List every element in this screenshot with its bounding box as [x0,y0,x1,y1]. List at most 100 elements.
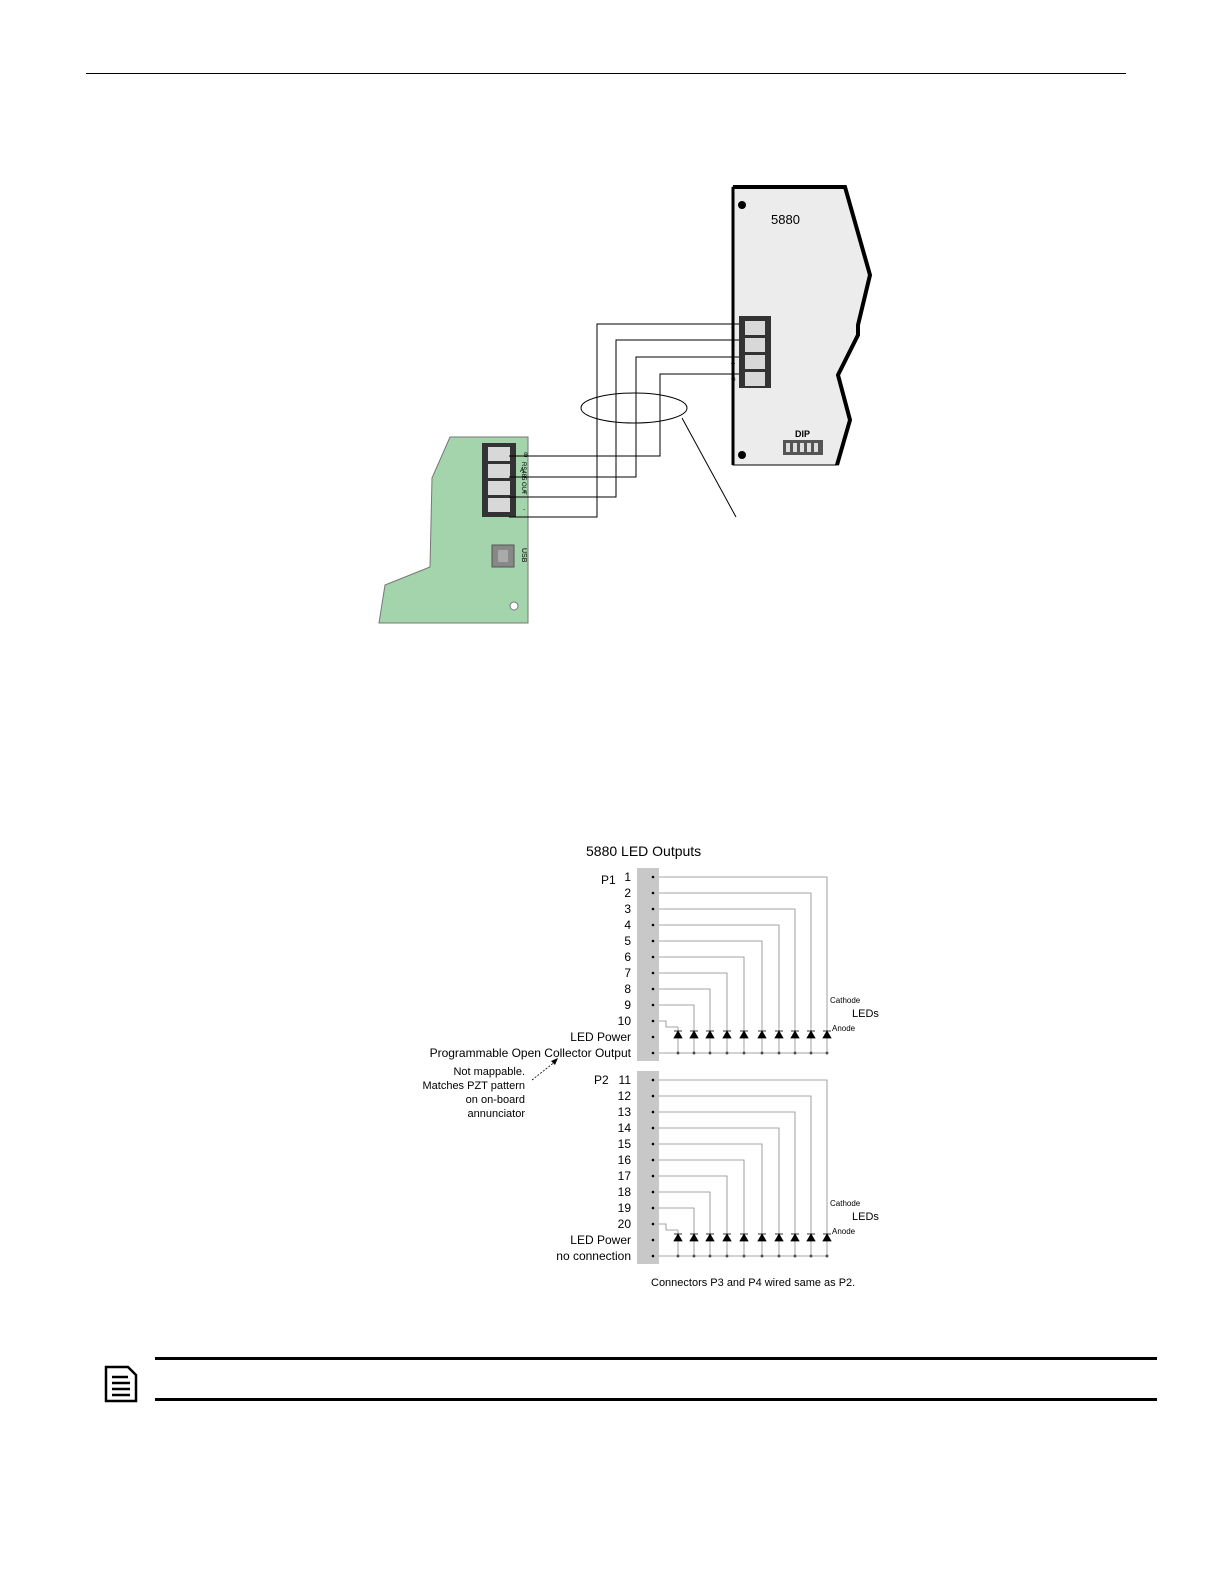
note-rule-top [155,1357,1157,1360]
pin-label: 5 [624,934,631,948]
led-diode [705,1030,715,1039]
connector-p2 [637,1071,659,1264]
anode-dot [825,1254,829,1258]
pin-label: 20 [618,1217,632,1231]
anode-dot [793,1051,797,1055]
led-diode [739,1233,749,1242]
leds-label: LEDs [852,1008,879,1020]
anode-dot [708,1051,712,1055]
terminal-block-5880 [739,316,771,388]
pin-dot [651,1078,655,1082]
annotation-line: Matches PZT pattern [422,1080,525,1092]
led-diode [689,1233,699,1242]
led-wire [659,924,780,1027]
led-diode [757,1030,767,1039]
wiring-diagram: 5880 + B A G DIP RS485 OUT B A + - USB [378,185,873,624]
led-diode [705,1233,715,1242]
led-wire [659,1127,780,1230]
pin-label: 2 [624,886,631,900]
pin-label: 1 [624,870,631,884]
led-diode [790,1030,800,1039]
anode-dot [742,1254,746,1258]
led-wire [659,972,728,1027]
pin-label: 15 [618,1137,632,1151]
pin-label: 9 [624,998,631,1012]
footnote: Connectors P3 and P4 wired same as P2. [651,1277,855,1289]
annotation-leader [531,1060,557,1081]
connector-p2-label: P2 [594,1073,609,1087]
panel-5880-label: 5880 [771,212,800,227]
led-diode [722,1233,732,1242]
led-diode [806,1030,816,1039]
pin-dot [651,875,655,879]
pin-label: LED Power [570,1030,631,1044]
terminal-mark: + [731,326,735,332]
led-diode [822,1233,832,1242]
cathode-label: Cathode [830,1199,861,1208]
led-wire [659,1095,812,1230]
led-wire [659,876,828,1027]
pin-label: 7 [624,966,631,980]
header-rule [86,73,1126,74]
terminal-mark: A [520,468,524,474]
pin-dot [651,1019,655,1023]
anode-dot [777,1254,781,1258]
led-wire [659,956,745,1027]
terminal-mark: + [523,490,527,496]
connector-p1 [637,868,659,1061]
pin-dot [651,1110,655,1114]
annotation-line: Not mappable. [453,1066,525,1078]
terminal-mark: A [731,360,735,366]
terminal-block-board [482,443,516,517]
anode-dot [760,1254,764,1258]
anode-label: Anode [832,1024,856,1033]
pin-dot [651,1222,655,1226]
anode-dot [777,1051,781,1055]
pin-dot [651,1094,655,1098]
led-wire [659,1020,678,1028]
pin-label: 17 [618,1169,632,1183]
dip-switch [783,440,823,455]
pin-label: 4 [624,918,631,932]
led-diode [757,1233,767,1242]
anode-dot [708,1254,712,1258]
led-diode [673,1030,683,1039]
led-wire [659,1207,695,1230]
led-wire [659,892,812,1027]
led-wire [659,1191,711,1230]
anode-dot [692,1254,696,1258]
rs485-label: RS485 OUT [520,462,526,495]
anode-dot [760,1051,764,1055]
usb-label: USB [520,548,527,563]
pin-dot [651,1051,655,1055]
cathode-label: Cathode [830,996,861,1005]
pin-label: 11 [619,1073,632,1087]
anode-dot [742,1051,746,1055]
pin-label: 13 [618,1105,632,1119]
anode-dot [676,1254,680,1258]
led-wire [659,940,763,1027]
terminal-mark: G [731,377,736,383]
pin-dot [651,923,655,927]
led-diode [689,1030,699,1039]
pin-dot [651,1174,655,1178]
led-diode [673,1233,683,1242]
pin-label: 16 [618,1153,632,1167]
wiring [509,323,739,518]
terminal-mark: B [731,343,735,349]
anode-dot [793,1254,797,1258]
anode-dot [725,1254,729,1258]
pin-label: Programmable Open Collector Output [430,1046,632,1060]
pin-label: LED Power [570,1233,631,1247]
anode-dot [676,1051,680,1055]
dip-label: DIP [795,429,810,439]
diagram-title: 5880 LED Outputs [586,843,701,859]
pin-dot [651,939,655,943]
anode-dot [809,1254,813,1258]
pin-dot [651,1158,655,1162]
usb-port [491,544,515,568]
pin-label: 14 [618,1121,632,1135]
led-wire [659,1004,695,1027]
pin-dot [651,1206,655,1210]
